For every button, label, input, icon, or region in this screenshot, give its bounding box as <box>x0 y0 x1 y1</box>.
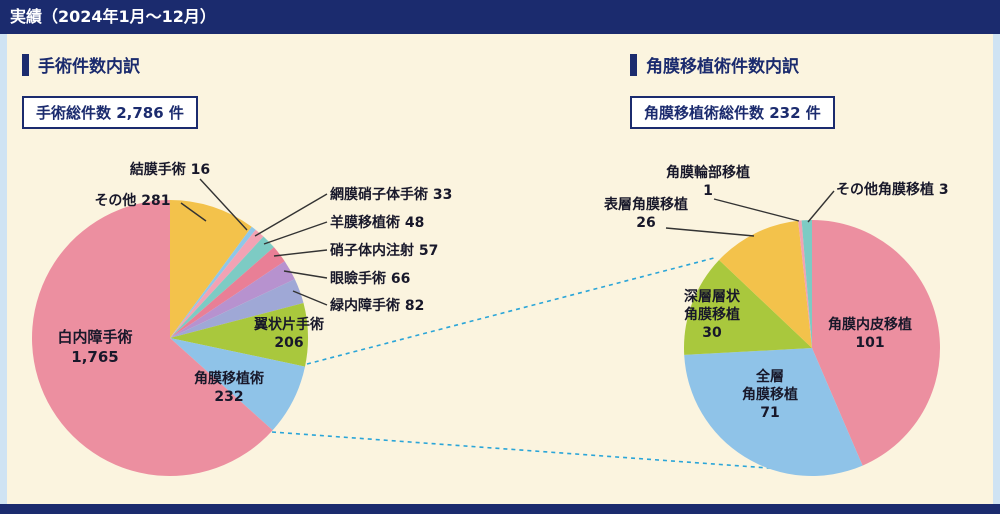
top-header-bar: 実績（2024年1月～12月） <box>0 0 1000 34</box>
label-amniotic-membrane-transplant: 羊膜移植術 48 <box>330 215 425 231</box>
label-other-keratoplasty: その他角膜移植 3 <box>836 182 949 198</box>
label-penetrating-keratoplasty: 全層 角膜移植 71 <box>742 369 798 422</box>
left-section-heading-text: 手術件数内訳 <box>38 57 140 77</box>
label-eyelid-surgery: 眼瞼手術 66 <box>330 271 411 287</box>
label-limbal-transplant: 角膜輪部移植 1 <box>666 165 750 200</box>
label-cataract-surgery: 白内障手術 1,765 <box>57 328 133 366</box>
label-vitreoretinal-surgery: 網膜硝子体手術 33 <box>330 187 453 203</box>
label-deep-lamellar-keratoplasty: 深層層状 角膜移植 30 <box>684 289 740 342</box>
left-total-box: 手術総件数 2,786 件 <box>22 96 198 129</box>
page-title: 実績（2024年1月～12月） <box>10 7 216 26</box>
heading-marker-icon <box>630 53 637 76</box>
bottom-bar <box>0 504 1000 514</box>
label-intravitreal-injection: 硝子体内注射 57 <box>330 243 439 259</box>
label-other-surgery: その他 281 <box>94 193 171 209</box>
label-pterygium-surgery: 翼状片手術 206 <box>254 317 324 352</box>
label-conjunctiva-surgery: 結膜手術 16 <box>129 162 211 178</box>
label-endothelial-keratoplasty: 角膜内皮移植 101 <box>828 317 912 352</box>
left-section-heading: 手術件数内訳 <box>22 52 140 77</box>
label-glaucoma-surgery: 緑内障手術 82 <box>330 298 425 314</box>
heading-marker-icon <box>22 53 29 76</box>
label-superficial-keratoplasty: 表層角膜移植 26 <box>604 197 688 232</box>
right-total-box: 角膜移植術総件数 232 件 <box>630 96 835 129</box>
right-section-heading: 角膜移植術件数内訳 <box>630 52 799 77</box>
label-corneal-transplant: 角膜移植術 232 <box>194 371 264 406</box>
right-section-heading-text: 角膜移植術件数内訳 <box>646 57 799 77</box>
